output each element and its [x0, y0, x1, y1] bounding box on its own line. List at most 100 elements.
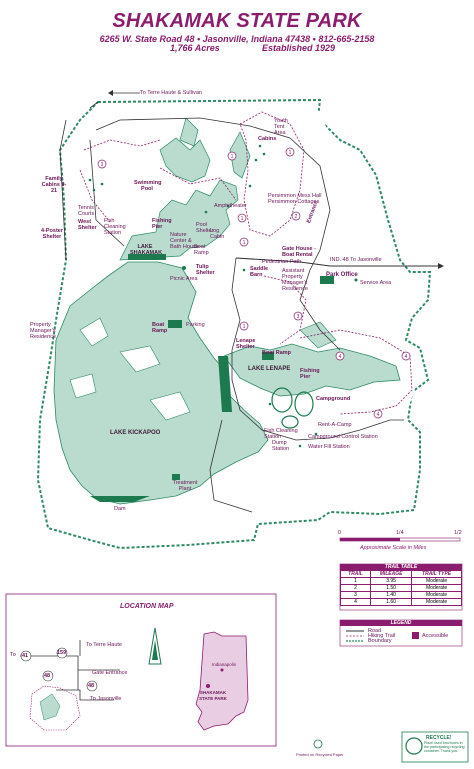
legend-hiking: Hiking Trail [368, 633, 396, 639]
footer-recycle-title: RECYCLE! [426, 735, 452, 741]
label-terre-haute: To Terre Haute & Sullivan [140, 90, 202, 96]
svg-text:1: 1 [243, 240, 246, 246]
label-lake-lenape: LAKE LENAPE [248, 366, 291, 372]
label-park-office: Park Office [326, 272, 358, 278]
trail-4 [299, 329, 413, 415]
dam-lenape [218, 356, 232, 412]
table-row: 3 1.40 Moderate [339, 591, 462, 599]
svg-text:3: 3 [297, 314, 300, 320]
label-campground: Campground [316, 396, 351, 402]
label-log-cabin: Log Cabin [210, 228, 225, 240]
label-pedestrian-path: Pedestrian Path [262, 259, 302, 265]
table-row: 4 1.60 Moderate [339, 598, 462, 606]
park-acres: 1,766 Acres [170, 43, 220, 53]
scale-caption: Approximate Scale in Miles [360, 545, 427, 551]
label-assistant-residence: Assistant Property Manager's Residence [282, 268, 308, 292]
label-boat-ramp-3: Boat Ramp [262, 350, 292, 356]
loc-shakamak: SHAKAMAK STATE PARK [199, 690, 227, 701]
label-fish-cleaning-2: Fish Cleaning Station [264, 428, 298, 440]
indiana-state [195, 631, 249, 731]
table-row: 1 3.95 Moderate [339, 577, 462, 585]
footer-recycle-text: Place used brochures in the participatin… [424, 741, 465, 754]
label-rent-a-camp: Rent-A-Camp [318, 422, 352, 428]
trail-col-type: TRAIL TYPE [411, 570, 462, 578]
loc-indianapolis: Indianapolis [212, 662, 237, 667]
label-saddle-barn: Saddle Barn [250, 266, 269, 278]
label-fishing-pier: Fishing Pier [152, 218, 172, 230]
label-amphitheater: Amphitheater [214, 203, 247, 209]
label-4-poster-shelter: 4-Poster Shelter [40, 228, 63, 240]
scale-tick-quarter: 1/4 [396, 530, 404, 536]
label-youth-tent: Youth Tent Area [274, 118, 288, 136]
svg-text:2: 2 [295, 214, 298, 220]
loc-route-41: 41 [22, 653, 29, 659]
legend-title: LEGEND [340, 620, 462, 626]
svg-text:4: 4 [377, 412, 380, 418]
trail-table-title: TRAIL TABLE [340, 564, 462, 570]
svg-text:1: 1 [241, 216, 244, 222]
footer-printed: Printed on Recycled Paper [296, 752, 344, 757]
label-picnic-area: Picnic Area [170, 276, 198, 282]
lake-kickapoo-water [53, 261, 269, 505]
label-fish-cleaning-1: Fish Cleaning Station [104, 218, 126, 236]
trail-col-mileage: MILEAGE [370, 570, 413, 578]
park-address: 6265 W. State Road 48 • Jasonville, Indi… [99, 34, 375, 44]
trail-col-trail: TRAIL [339, 570, 372, 578]
label-tennis-courts: Tennis Courts [78, 205, 95, 217]
label-campground-control: Campground Control Station [308, 434, 378, 440]
location-map-title: LOCATION MAP [120, 603, 174, 610]
loc-route-159: 159 [57, 650, 67, 656]
loc-to-terre-haute: To Terre Haute [86, 642, 122, 648]
scale-tick-half: 1/2 [454, 530, 462, 536]
label-parking: Parking [186, 322, 205, 328]
label-family-cabins: Family Cabins 9-21 [41, 176, 67, 194]
label-fishing-pier-2: Fishing Pier [300, 368, 320, 380]
label-property-residence: Property Manager's Residence [30, 322, 56, 340]
loc-gate-entrance: Gate Entrance [92, 670, 128, 676]
svg-text:3: 3 [101, 162, 104, 168]
label-treatment-plant: Treatment Plant [172, 480, 198, 492]
legend-road: Road [368, 628, 382, 634]
label-ind48: IND. 48 To Jasonville [330, 257, 382, 263]
trail-1 [239, 111, 305, 237]
svg-text:4: 4 [339, 354, 342, 360]
loc-route-48a: 48 [44, 673, 51, 679]
scale-tick-0: 0 [338, 530, 342, 536]
loc-to-jasonville: To Jasonville [90, 696, 122, 702]
label-water-fill: Water Fill Station [308, 444, 350, 450]
label-gate-house: Gate House - Boat Rental [282, 246, 316, 258]
svg-text:1: 1 [243, 324, 246, 330]
lake-shakamak-water [119, 179, 239, 261]
page-title: SHAKAMAK STATE PARK [112, 10, 362, 32]
loc-to-left: To [10, 652, 16, 658]
table-row: 2 1.50 Moderate [339, 584, 462, 592]
label-tulip-shelter: Tulip Shelter [196, 264, 215, 276]
label-boat-ramp-1: Boat Ramp [194, 244, 209, 256]
trail-table: TRAIL TABLE TRAIL MILEAGE TRAIL TYPE 1 3… [339, 564, 462, 606]
park-established: Established 1929 [262, 43, 336, 53]
label-service-area: Service Area [360, 280, 392, 286]
trail-2 [79, 139, 161, 223]
label-cabins: Cabins [258, 136, 277, 142]
svg-text:4: 4 [405, 354, 408, 360]
label-dump-station: Dump Station [272, 440, 290, 452]
label-dam: Dam [114, 506, 126, 512]
svg-text:1: 1 [231, 154, 234, 160]
label-pool-shelter: Pool Shelter [196, 222, 214, 234]
label-persimmon: Persimmon Mess Hall Persimmon Cottages [268, 193, 322, 205]
label-nature-center: Nature Center & Bath House [170, 232, 199, 250]
legend-boundary: Boundary [368, 638, 392, 644]
label-boat-ramp-2: Boat Ramp [152, 322, 168, 334]
label-swimming-pool: Swimming Pool [134, 180, 162, 192]
loc-route-48b: 48 [88, 683, 95, 689]
trail-3 [263, 275, 307, 345]
legend-accessible: Accessible [422, 633, 449, 639]
park-boundary [36, 98, 432, 550]
label-west-shelter: West Shelter [78, 219, 97, 231]
dam-shakamak [128, 254, 166, 260]
dam-kickapoo [90, 496, 150, 502]
svg-text:1: 1 [289, 150, 292, 156]
label-lake-shakamak: LAKE SHAKAMAK [130, 244, 163, 256]
label-lake-kickapoo: LAKE KICKAPOO [110, 430, 161, 436]
